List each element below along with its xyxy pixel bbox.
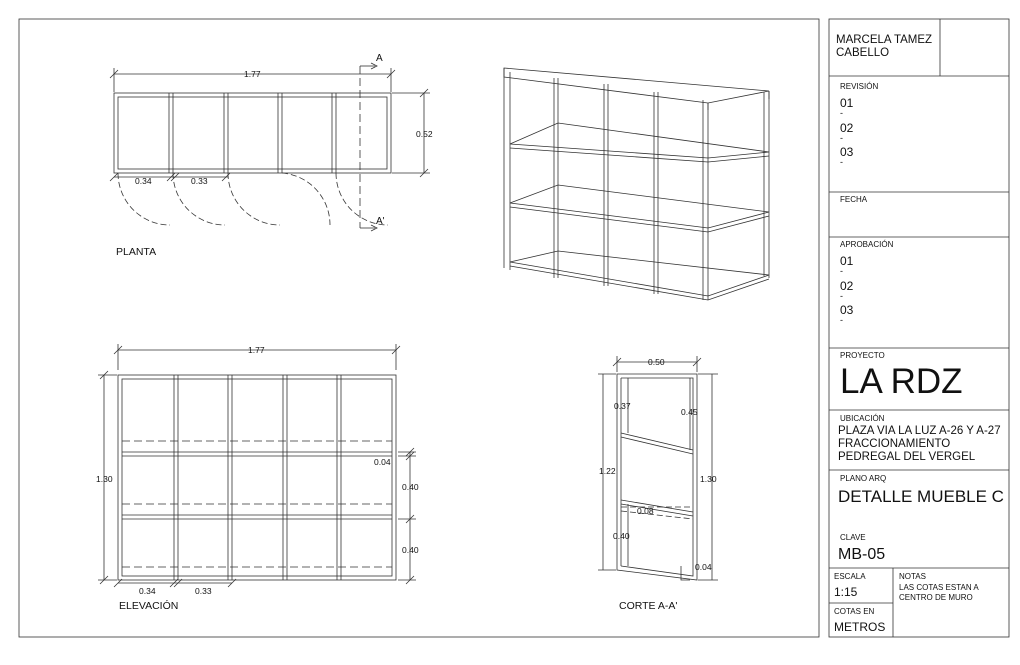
aprobacion-2: 02 (840, 279, 854, 293)
aprobacion-label: APROBACIÓN (840, 240, 894, 249)
section-mark-a-prime: A' (376, 216, 385, 227)
elevacion-title: ELEVACIÓN (119, 600, 179, 612)
plano-value: DETALLE MUEBLE C (838, 487, 1004, 506)
aprobacion-3-dash: - (840, 315, 843, 325)
notas-label: NOTAS (899, 572, 926, 581)
elevacion-dim-length: 1.77 (248, 345, 265, 355)
proyecto-label: PROYECTO (840, 351, 885, 360)
plano-label: PLANO ARQ (840, 474, 887, 483)
elevacion-dim-height: 1.30 (96, 474, 113, 484)
aprobacion-2-dash: - (840, 291, 843, 301)
corte-dim-width: 0.50 (648, 357, 665, 367)
corte-dim-top-left: 0.37 (614, 401, 631, 411)
revision-label: REVISIÓN (840, 82, 879, 91)
aprobacion-1-dash: - (840, 266, 843, 276)
notas-line-1: LAS COTAS ESTAN A (899, 583, 979, 592)
title-block-frame (828, 18, 1010, 638)
escala-label: ESCALA (834, 572, 866, 581)
elevacion-dim-gap-upper: 0.40 (402, 482, 419, 492)
aprobacion-1: 01 (840, 254, 854, 268)
corte-dim-shelf: 0.08 (637, 506, 654, 516)
elevacion-dim-module-b: 0.33 (195, 586, 212, 596)
ubicacion-line-1: PLAZA VIA LA LUZ A-26 Y A-27 (838, 425, 1001, 437)
revision-2-dash: - (840, 133, 843, 143)
fecha-label: FECHA (840, 195, 868, 204)
revision-1: 01 (840, 96, 854, 110)
notas-line-2: CENTRO DE MURO (899, 593, 973, 602)
author-line-2: CABELLO (836, 47, 890, 59)
corte-dim-height-left: 1.22 (599, 466, 616, 476)
revision-3-dash: - (840, 157, 843, 167)
cotas-label: COTAS EN (834, 607, 875, 616)
clave-label: CLAVE (840, 533, 866, 542)
proyecto-value: LA RDZ (840, 362, 963, 401)
revision-1-dash: - (840, 108, 843, 118)
escala-value: 1:15 (834, 585, 858, 599)
aprobacion-3: 03 (840, 303, 854, 317)
revision-3: 03 (840, 145, 854, 159)
elevacion-dim-gap-lower: 0.40 (402, 545, 419, 555)
corte-dim-lower: 0.40 (613, 531, 630, 541)
isometric-view (503, 67, 770, 301)
drawing-frame (18, 18, 820, 638)
corte-dim-height-right: 1.30 (700, 474, 717, 484)
author-line-1: MARCELA TAMEZ (836, 34, 933, 46)
elevacion-dim-shelf-thickness: 0.04 (374, 457, 391, 467)
corte-dim-base: 0.04 (695, 562, 712, 572)
title-block-grid (829, 19, 1009, 637)
corte-view (598, 356, 718, 581)
planta-title: PLANTA (116, 246, 157, 258)
clave-value: MB-05 (838, 546, 886, 563)
planta-dim-depth: 0.52 (416, 129, 433, 139)
corte-dim-top-right: 0.45 (681, 407, 698, 417)
elevacion-view (98, 344, 416, 588)
elevacion-dim-module-a: 0.34 (139, 586, 156, 596)
planta-dim-module-a: 0.34 (135, 176, 152, 186)
planta-dim-length: 1.77 (244, 69, 261, 79)
ubicacion-line-2: FRACCIONAMIENTO (838, 438, 951, 450)
planta-view (109, 62, 430, 232)
planta-dim-module-b: 0.33 (191, 176, 208, 186)
ubicacion-label: UBICACIÓN (840, 414, 885, 423)
corte-title: CORTE A-A' (619, 600, 678, 612)
section-mark-a: A (376, 53, 383, 64)
revision-2: 02 (840, 121, 854, 135)
ubicacion-line-3: PEDREGAL DEL VERGEL (838, 451, 976, 463)
cotas-value: METROS (834, 620, 886, 634)
